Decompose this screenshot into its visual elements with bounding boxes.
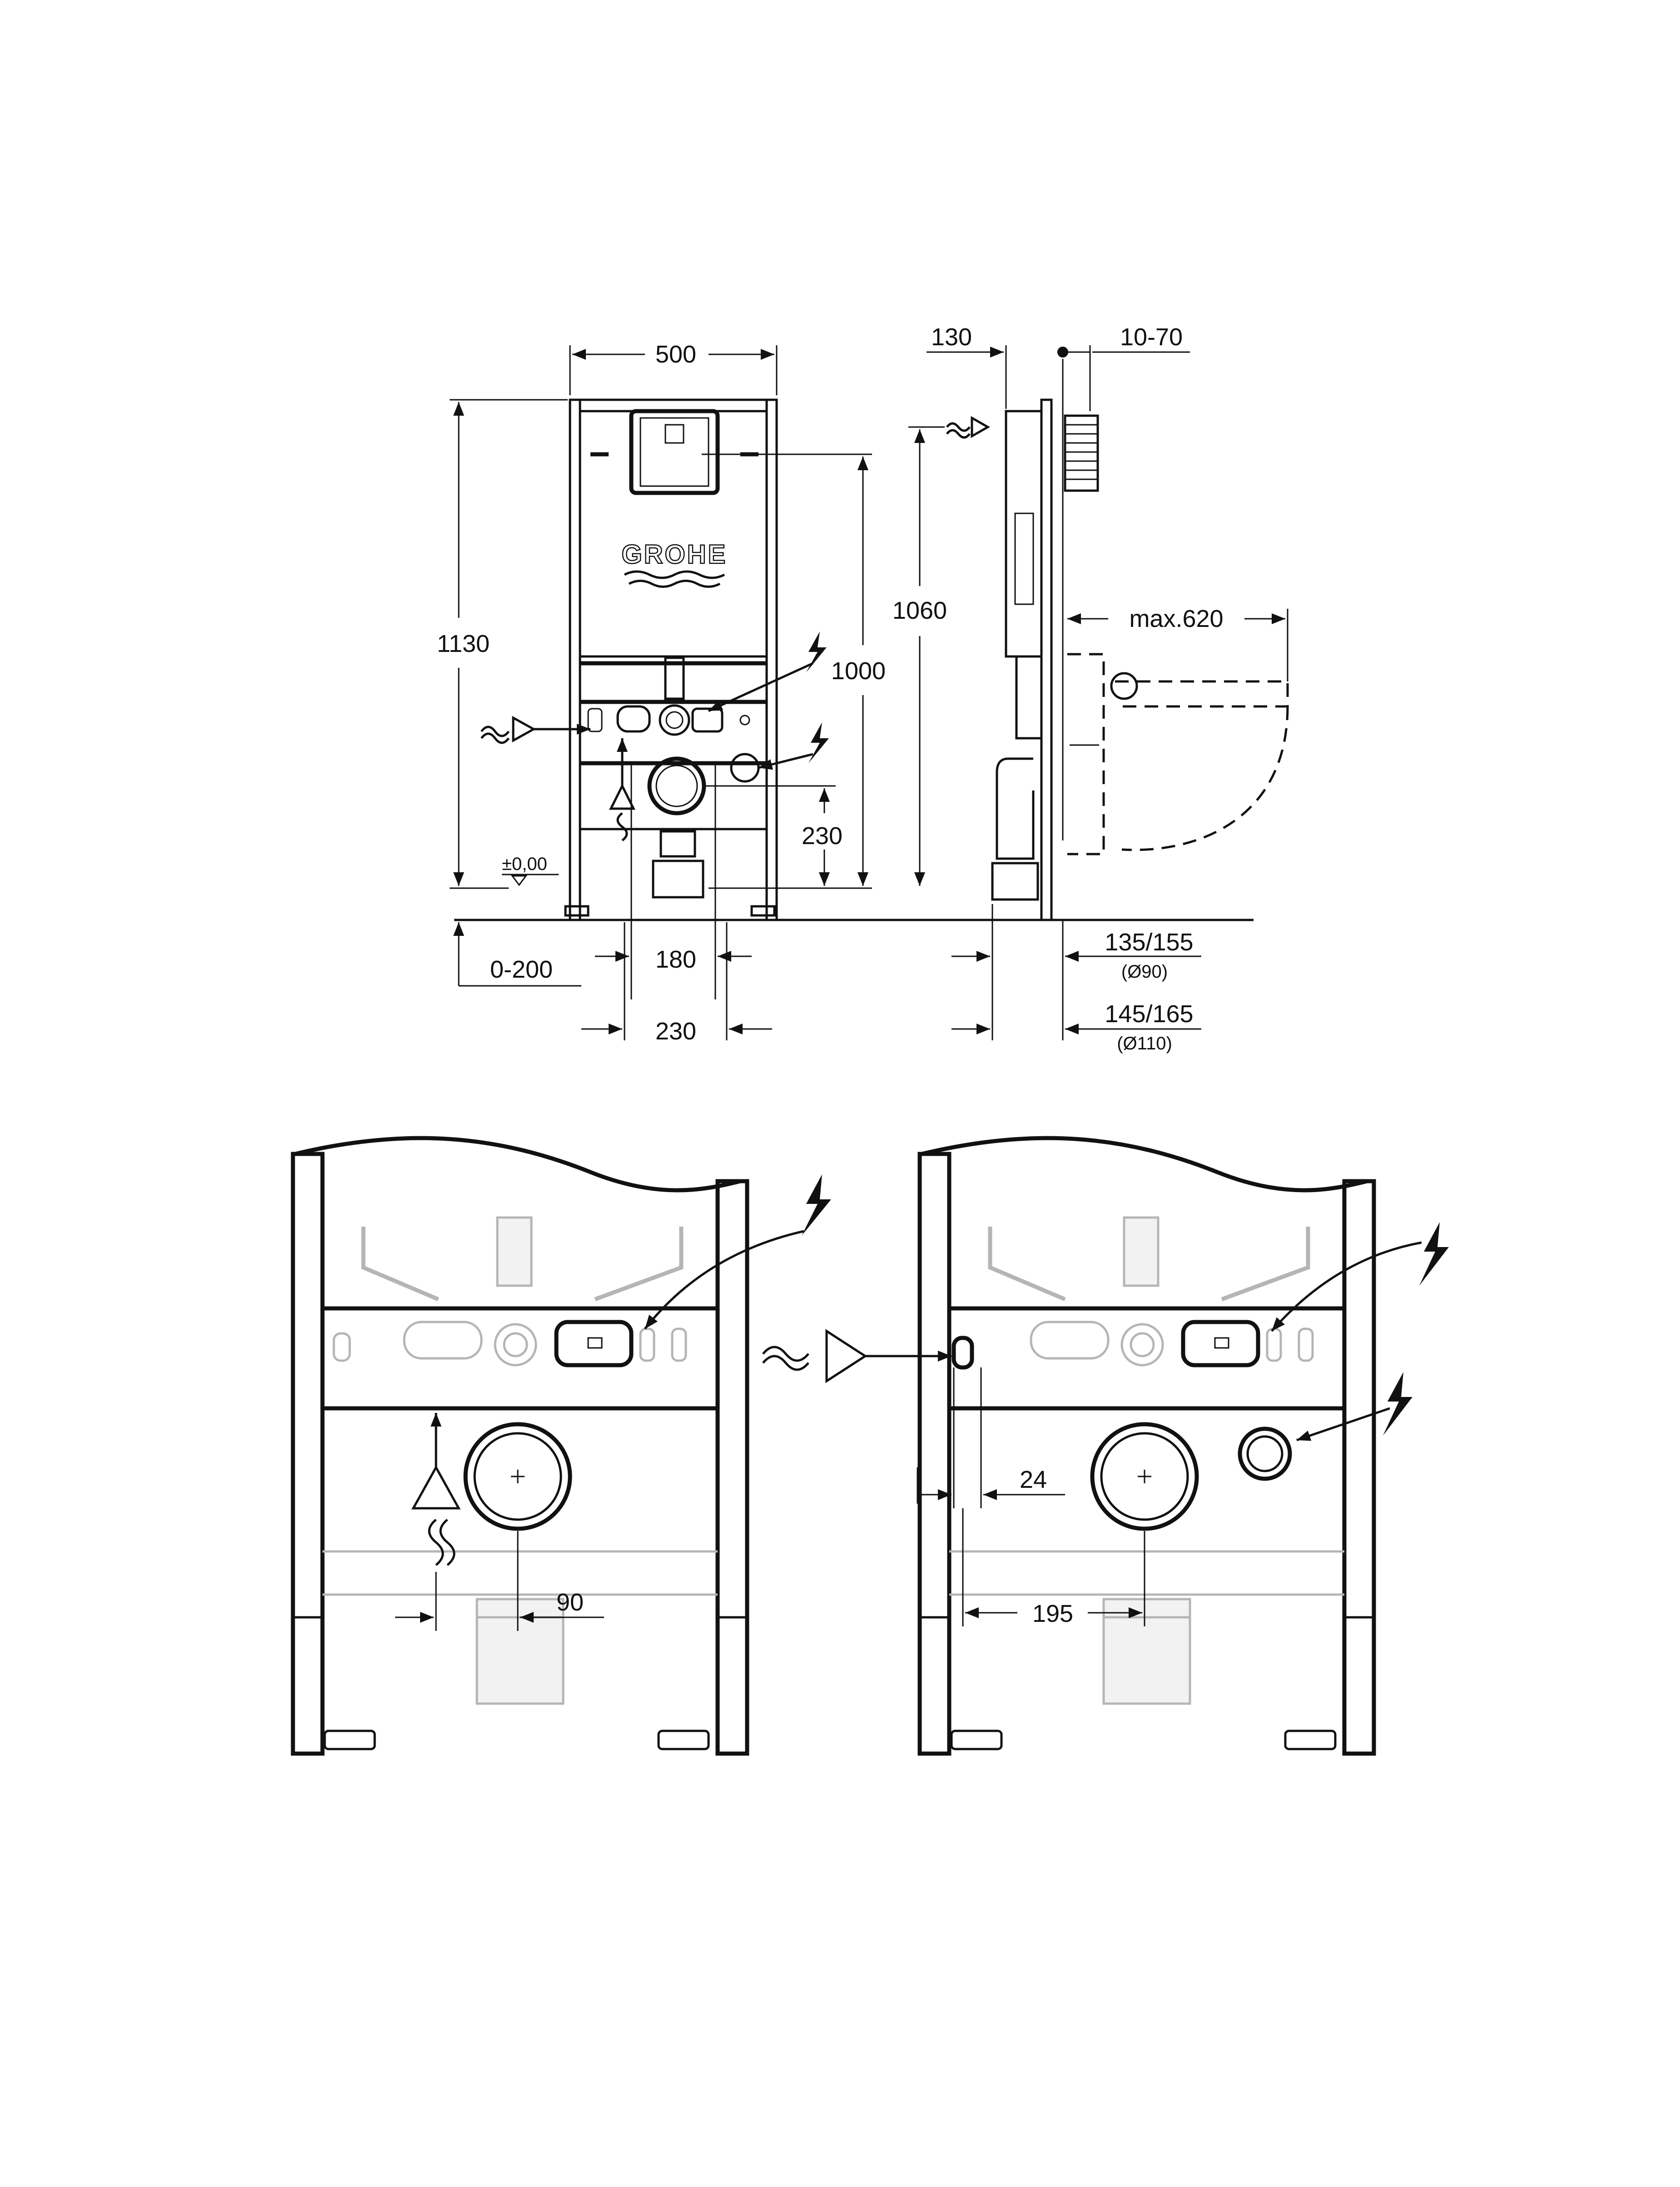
dim-left-offset: 90 [556,1589,584,1616]
cistern-body [579,410,768,658]
waste-outlet [463,1422,572,1531]
dim-right-offset: 195 [1032,1600,1073,1627]
dim-waste-height: 230 [802,822,842,850]
power-socket [730,753,760,783]
dim-offset-90: 135/155 [1105,929,1193,956]
water-inlet-hole [952,1336,974,1370]
dim-total-height: 1130 [437,630,490,657]
wc-pan-outline [1067,653,1105,855]
lightning-icon [806,631,827,672]
flush-plate [629,409,720,495]
side-view: 130 10-70 1060 max.620 135/155 (Ø90) 145… [892,323,1289,1054]
dim-floor-range: 0-200 [490,956,553,983]
waste-outlet [647,756,706,815]
waste-elbow [996,757,1035,860]
frame-left-post [569,398,581,921]
water-supply-icon [481,716,590,744]
connection-panel [587,704,750,736]
front-view: GROHE [437,341,1254,1045]
pipe-diameter-110: (Ø110) [1117,1034,1172,1054]
lightning-icon [1383,1372,1412,1436]
dim-wall-range: 10-70 [1120,323,1183,351]
lightning-icon [808,722,829,763]
power-socket [1238,1427,1292,1481]
water-supply-icon [609,738,636,841]
lightning-icon [802,1174,831,1236]
floor-level-label: ±0,00 [502,854,547,874]
control-box [1181,1320,1260,1367]
dim-offset-110: 145/165 [1105,1000,1193,1028]
dim-waste-spacing: 180 [655,946,696,973]
frame-right-post [765,398,778,921]
dim-width: 500 [655,341,696,368]
control-box [554,1320,634,1367]
detail-left: 90 [291,1136,831,1756]
dim-top-height: 1060 [892,597,947,624]
water-supply-icon [411,1413,461,1566]
detail-right: 24 195 [762,1136,1449,1756]
lightning-icon [1419,1222,1449,1286]
pipe-diameter-90: (Ø90) [1121,962,1168,982]
dim-right-gap: 24 [1020,1466,1047,1493]
grohe-logo: GROHE [621,539,728,588]
dim-bottom-spacing: 230 [655,1018,696,1045]
water-supply-icon [762,1329,952,1383]
dim-max-projection: max.620 [1129,605,1223,632]
dim-flush-height: 1000 [831,657,886,685]
brand-logo-text: GROHE [622,540,728,569]
dim-depth: 130 [931,323,972,351]
waste-outlet [1090,1422,1199,1531]
wall-box [1064,414,1099,492]
